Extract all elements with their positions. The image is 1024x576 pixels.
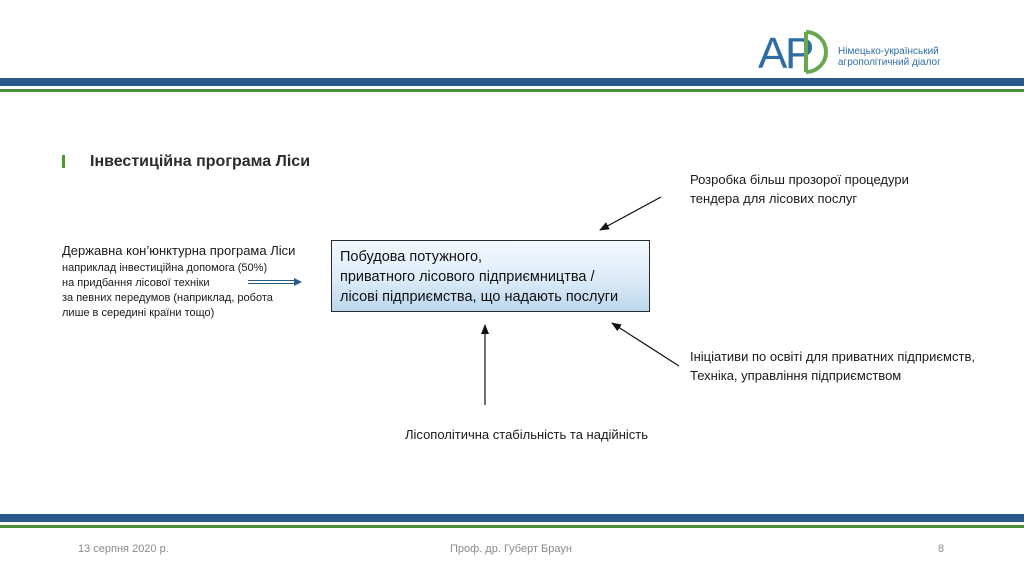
apd-logo-mark: A P [758, 29, 828, 74]
central-goal-line: приватного лісового підприємництва / [340, 269, 595, 285]
footer-stripe-blue [0, 514, 1024, 522]
footer-stripe-green [0, 525, 1024, 528]
footer-author: Проф. др. Губерт Браун [450, 543, 572, 555]
header-stripe-green [0, 89, 1024, 92]
bottom-right-line: Техніка, управління підприємством [690, 368, 902, 383]
logo-letter-d [805, 30, 828, 74]
central-goal-line: Побудова потужного, [340, 249, 483, 265]
central-goal-line: лісові підприємства, що надають послуги [340, 289, 619, 305]
logo-caption-line1: Німецько-український [838, 46, 939, 57]
left-block-line: наприклад інвестиційна допомога (50%) [62, 262, 268, 274]
apd-logo: A P Німецько-український агрополітичний … [758, 26, 948, 74]
logo-letter-a: A [758, 29, 788, 74]
slide-title: Інвестиційна програма Ліси [90, 153, 311, 170]
left-block-line: лише в середині країни тощо) [62, 307, 215, 319]
left-block-title: Державна кон’юнктурна програма Ліси [62, 243, 296, 258]
left-block-line: на придбання лісової техніки [62, 277, 210, 289]
top-right-line: тендера для лісових послуг [690, 191, 858, 206]
bottom-right-line: Ініціативи по освіті для приватних підпр… [690, 349, 975, 364]
bottom-center-text: Лісополітична стабільність та надійність [405, 427, 648, 442]
bottom-right-arrow [611, 322, 680, 367]
logo-letter-p: P [785, 29, 814, 74]
logo-caption-line2: агрополітичний діалог [838, 57, 941, 68]
footer-page-number: 8 [938, 543, 945, 555]
logo-caption: Німецько-український агрополітичний діал… [838, 46, 941, 68]
footer-date: 13 серпня 2020 р. [78, 543, 169, 555]
top-right-line: Розробка більш прозорої процедури [690, 172, 909, 187]
heading-bullet [62, 155, 65, 168]
header-stripe-blue [0, 78, 1024, 86]
central-goal-box: Побудова потужного, приватного лісового … [331, 240, 650, 312]
left-arrow [248, 278, 302, 286]
top-right-arrow [599, 196, 662, 231]
left-block-line: за певних передумов (наприклад, робота [62, 292, 273, 304]
